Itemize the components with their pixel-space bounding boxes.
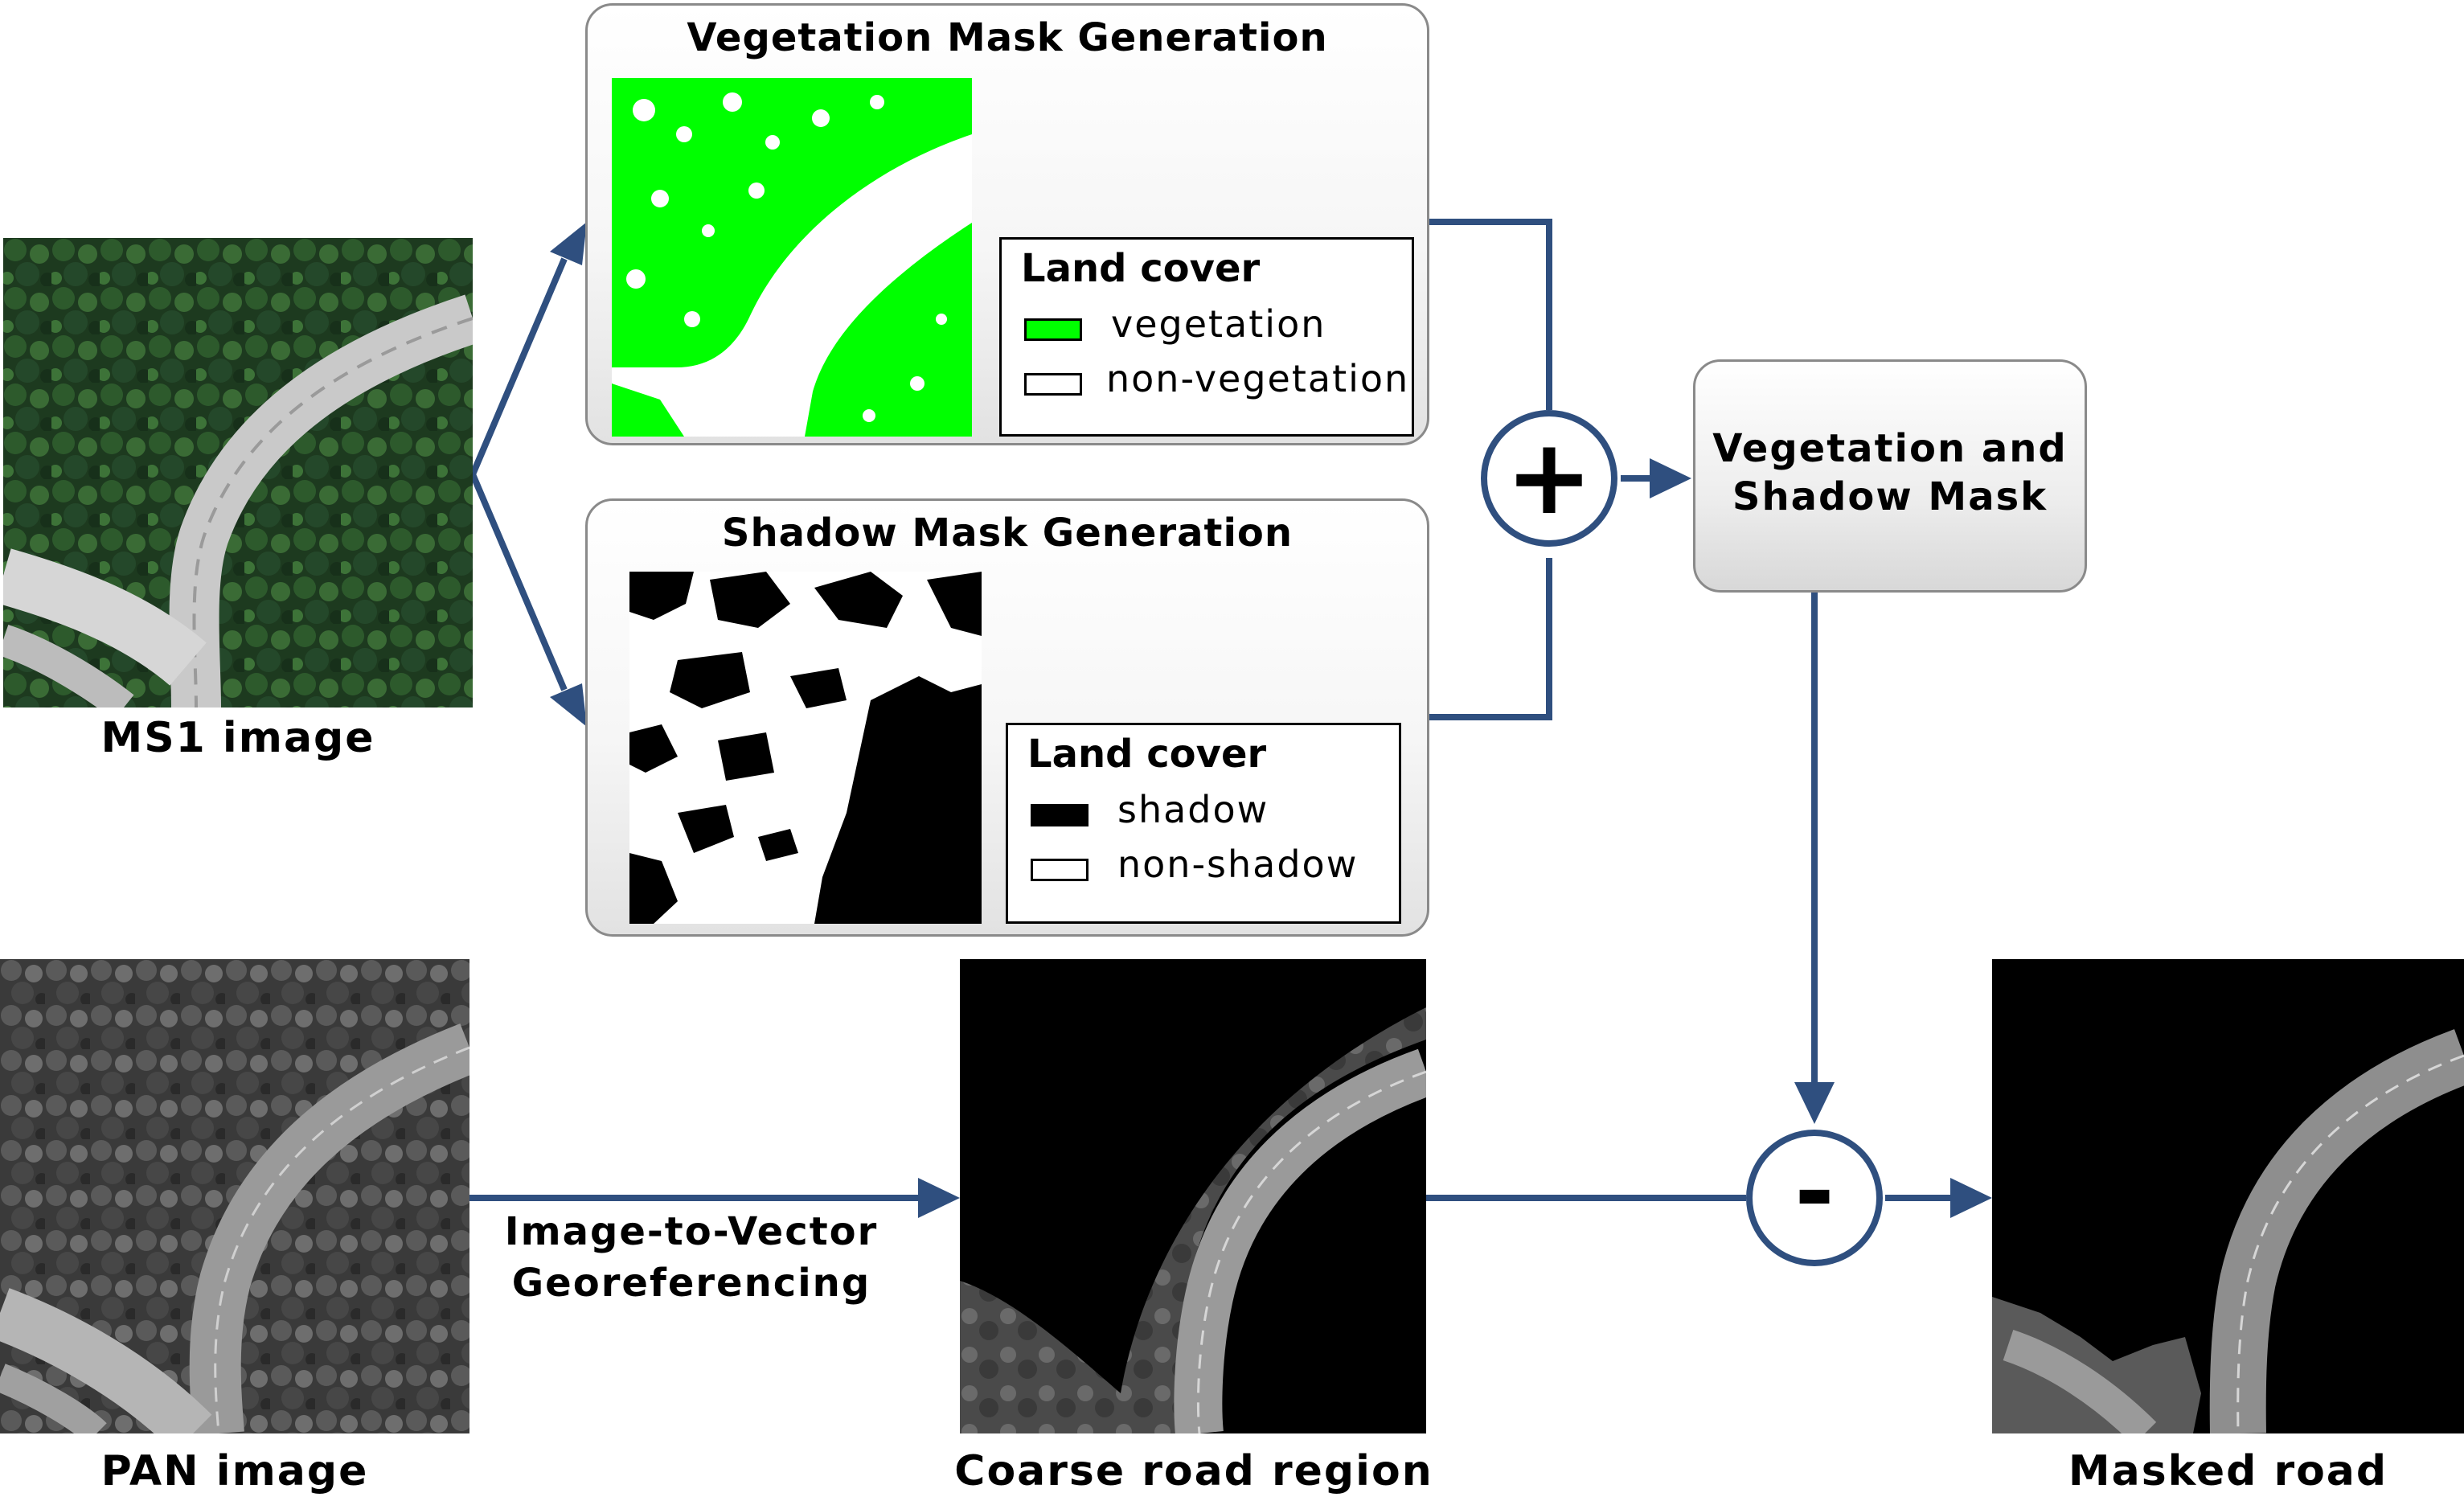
shadow-mask-panel: Shadow Mask Generation Land cover shadow [585, 498, 1429, 937]
arrowhead-coarse [918, 1178, 960, 1218]
ms1-image [3, 238, 473, 707]
georef-line1: Image-to-Vector [504, 1209, 879, 1254]
non-shadow-legend-label: non-shadow [1117, 843, 1359, 886]
non-vegetation-legend-label: non-vegetation [1106, 357, 1410, 400]
shadow-mask-image [629, 572, 982, 924]
vegetation-legend: Land cover vegetation non-vegetation [999, 237, 1414, 437]
shadow-panel-title: Shadow Mask Generation [721, 511, 1293, 556]
shadow-legend-label: shadow [1117, 788, 1269, 831]
arrowhead-vegetation [550, 222, 587, 265]
coarse-caption: Coarse road region [954, 1447, 1433, 1495]
masked-caption: Masked road [2068, 1447, 2388, 1495]
minus-operator: - [1746, 1130, 1883, 1266]
pan-image [0, 959, 469, 1433]
arrowhead-masked [1950, 1178, 1992, 1218]
non-vegetation-swatch [1024, 373, 1082, 396]
masked-road-image [1992, 959, 2464, 1433]
minus-symbol: - [1794, 1136, 1835, 1248]
georeferencing-label: Image-to-Vector Georeferencing [482, 1206, 900, 1309]
georef-line2: Georeferencing [511, 1261, 871, 1306]
coarse-road-image [960, 959, 1426, 1433]
result-box-label: Vegetation and Shadow Mask [1695, 424, 2085, 521]
pan-caption: PAN image [100, 1447, 369, 1495]
vegetation-legend-label: vegetation [1111, 302, 1326, 346]
vegetation-panel-title: Vegetation Mask Generation [687, 15, 1328, 60]
arrow-ms1-to-shadow [469, 473, 568, 691]
shadow-legend-title: Land cover [1027, 732, 1267, 777]
plus-symbol: + [1505, 416, 1593, 538]
vegetation-mask-panel: Vegetation Mask Generation Land cover ve… [585, 3, 1429, 445]
arrowhead-result [1650, 458, 1691, 498]
vegetation-swatch [1024, 318, 1082, 341]
arrow-ms1-to-vegetation [469, 257, 568, 476]
line-vegetation-to-plus [1429, 219, 1552, 410]
vegetation-legend-title: Land cover [1021, 246, 1261, 291]
shadow-swatch [1031, 804, 1089, 826]
arrowhead-shadow [550, 683, 587, 727]
plus-operator: + [1481, 410, 1617, 547]
vegetation-shadow-mask-box: Vegetation and Shadow Mask [1693, 359, 2087, 593]
shadow-legend: Land cover shadow non-shadow [1006, 723, 1401, 924]
result-box-line1: Vegetation and [1712, 426, 2068, 471]
line-shadow-to-plus [1429, 558, 1552, 720]
result-box-line2: Shadow Mask [1732, 474, 2048, 519]
ms1-caption: MS1 image [100, 714, 375, 762]
arrowhead-minus [1794, 1082, 1835, 1124]
non-shadow-swatch [1031, 859, 1089, 881]
vegetation-mask-image [612, 78, 972, 437]
